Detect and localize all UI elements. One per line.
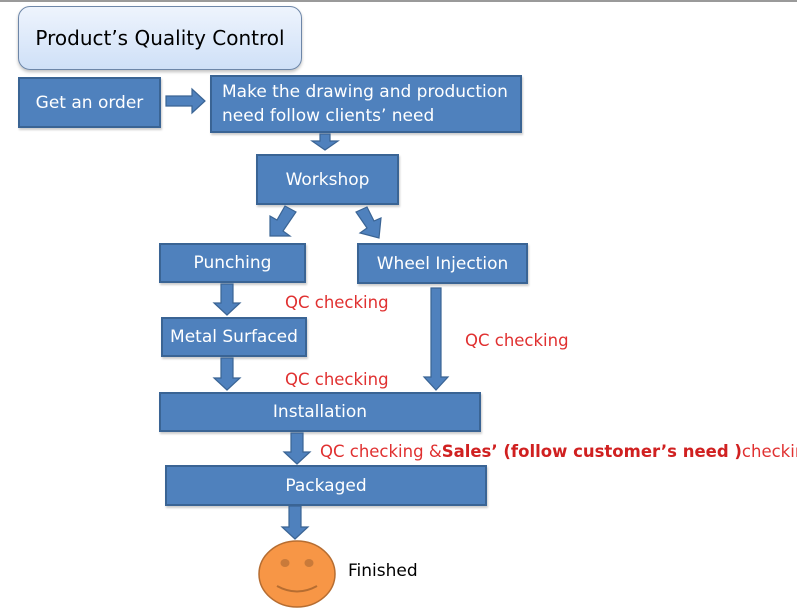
arrow-down-icon bbox=[212, 357, 242, 391]
arrow-down-icon bbox=[310, 133, 340, 151]
step-get-order: Get an order bbox=[18, 77, 161, 128]
step-make-drawing-line2: need follow clients’ need bbox=[222, 106, 435, 126]
arrow-down-icon bbox=[282, 432, 312, 465]
diagram-title: Product’s Quality Control bbox=[18, 6, 302, 70]
step-workshop: Workshop bbox=[256, 154, 399, 205]
arrow-down-icon bbox=[280, 505, 310, 540]
step-wheel-injection: Wheel Injection bbox=[357, 243, 528, 284]
step-metal-surfaced: Metal Surfaced bbox=[161, 317, 307, 357]
step-metal-surfaced-label: Metal Surfaced bbox=[170, 327, 298, 347]
smiley-face-icon bbox=[258, 540, 336, 608]
diagram-title-text: Product’s Quality Control bbox=[35, 26, 285, 50]
qc-check-installation-sales: Sales’ (follow customer’s need ) bbox=[441, 442, 742, 461]
qc-check-wheel: QC checking bbox=[465, 331, 569, 350]
arrow-down-left-icon bbox=[269, 205, 297, 237]
qc-check-punching: QC checking bbox=[285, 293, 389, 312]
arrow-down-icon bbox=[422, 287, 450, 391]
step-make-drawing: Make the drawing and production need fol… bbox=[210, 75, 522, 133]
arrow-down-right-icon bbox=[355, 206, 382, 239]
arrow-right-icon bbox=[165, 87, 206, 115]
qc-check-metal: QC checking bbox=[285, 370, 389, 389]
step-finished-label: Finished bbox=[348, 561, 418, 581]
qc-check-installation: QC checking &Sales’ (follow customer’s n… bbox=[320, 442, 797, 461]
step-punching-label: Punching bbox=[193, 253, 272, 273]
step-packaged: Packaged bbox=[165, 465, 487, 506]
qc-check-installation-prefix: QC checking & bbox=[320, 442, 442, 461]
arrow-down-icon bbox=[212, 283, 242, 316]
step-get-order-label: Get an order bbox=[35, 92, 144, 113]
step-installation-label: Installation bbox=[272, 402, 368, 422]
top-border-line bbox=[0, 0, 797, 2]
step-punching: Punching bbox=[159, 243, 306, 283]
qc-check-installation-suffix: checking bbox=[741, 442, 797, 461]
step-make-drawing-line1: Make the drawing and production bbox=[222, 82, 508, 102]
step-installation: Installation bbox=[159, 392, 481, 432]
step-workshop-label: Workshop bbox=[285, 169, 370, 190]
step-packaged-label: Packaged bbox=[285, 475, 367, 496]
step-wheel-injection-label: Wheel Injection bbox=[376, 253, 509, 274]
